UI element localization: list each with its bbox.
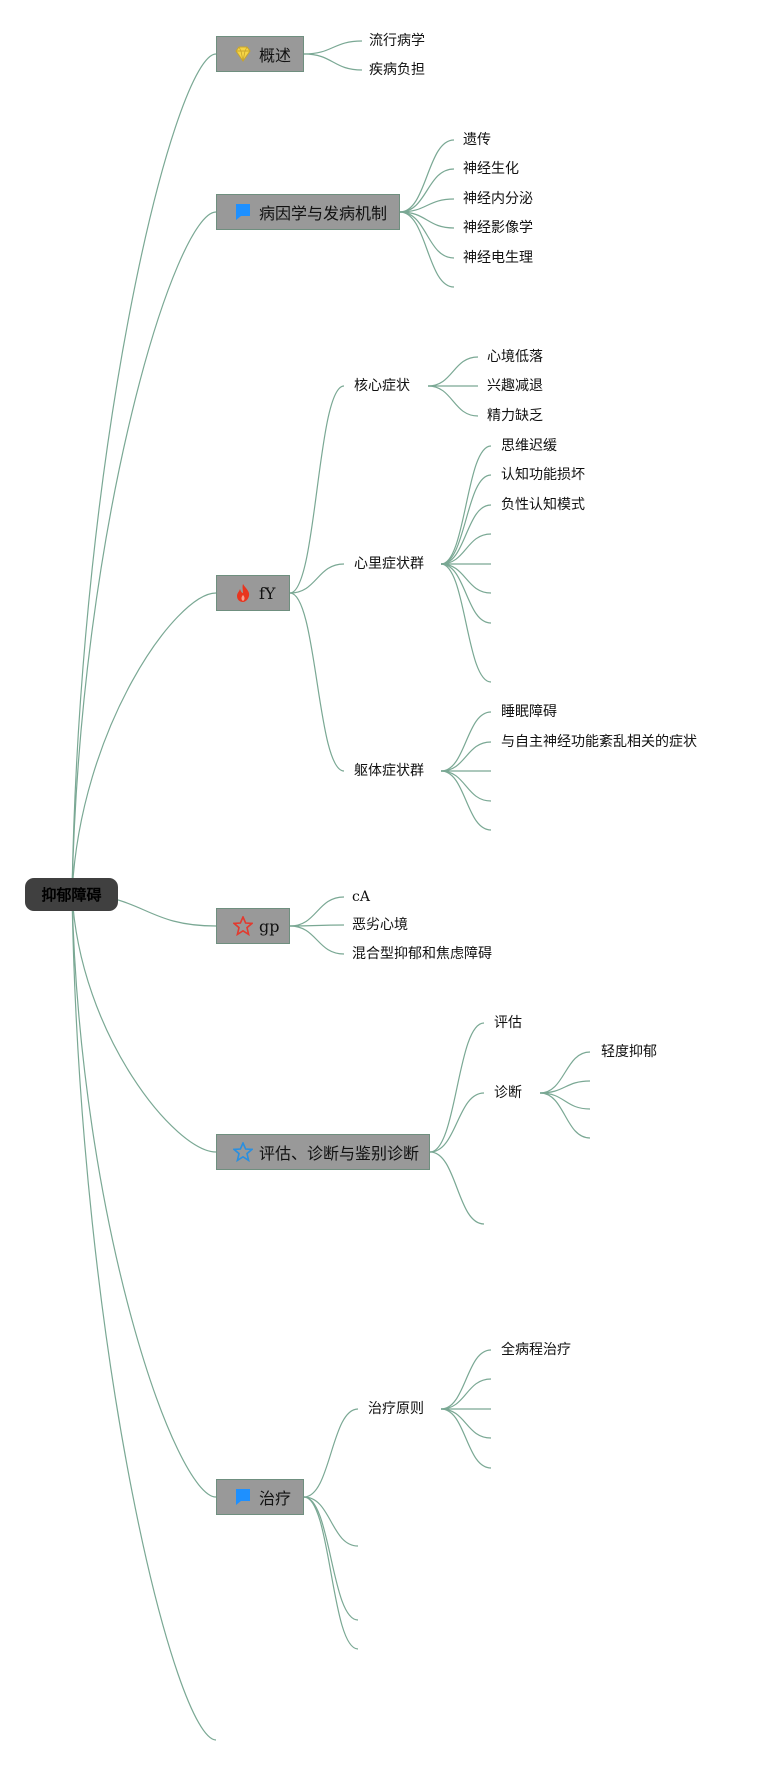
connector-line — [303, 1408, 359, 1498]
group-node[interactable]: 核心症状 — [354, 378, 410, 394]
branch-label: 治疗 — [259, 1489, 292, 1508]
leaf-node[interactable]: 神经电生理 — [463, 250, 533, 266]
leaf-node[interactable]: 思维迟缓 — [501, 438, 557, 454]
connector-line — [539, 1051, 591, 1094]
connector-line — [440, 563, 492, 683]
leaf-node[interactable]: cA — [352, 889, 370, 905]
branch-label: 概述 — [259, 46, 292, 65]
root-connector-line — [71, 53, 217, 895]
leaf-node[interactable]: 与自主神经功能紊乱相关的症状 — [501, 734, 697, 750]
connector-line — [429, 1151, 485, 1225]
connector-line — [399, 168, 455, 213]
branch-diagnosis[interactable]: 评估、诊断与鉴别诊断 — [216, 1134, 430, 1170]
connector-line — [399, 211, 455, 229]
diamond-icon — [235, 46, 251, 62]
group-node[interactable]: 治疗原则 — [368, 1401, 424, 1417]
leaf-node[interactable]: 心境低落 — [487, 349, 543, 365]
connector-line — [429, 1022, 485, 1153]
leaf-node[interactable]: 流行病学 — [369, 33, 425, 49]
leaf-node[interactable]: 睡眠障碍 — [501, 704, 557, 720]
connector-line — [440, 1349, 492, 1410]
connector-line — [539, 1080, 591, 1094]
connector-line — [440, 504, 492, 565]
connector-line — [440, 563, 492, 624]
connector-line — [440, 770, 492, 802]
leaf-node[interactable]: 精力缺乏 — [487, 408, 543, 424]
root-connector-line — [71, 893, 217, 1153]
leaf-node[interactable]: 疾病负担 — [369, 62, 425, 78]
root-connector-line — [71, 893, 217, 1498]
connector-line — [429, 1092, 485, 1153]
leaf-node[interactable]: 负性认知模式 — [501, 497, 585, 513]
connector-line — [440, 445, 492, 565]
leaf-node[interactable]: 恶劣心境 — [352, 917, 408, 933]
connector-line — [303, 40, 363, 55]
branch-etiology[interactable]: 病因学与发病机制 — [216, 194, 400, 230]
connector-line — [440, 533, 492, 565]
leaf-node[interactable]: 轻度抑郁 — [601, 1044, 657, 1060]
branch-overview[interactable]: 概述 — [216, 36, 304, 72]
branch-label: 评估、诊断与鉴别诊断 — [259, 1144, 420, 1163]
root-connector-line — [71, 211, 217, 895]
flag-icon — [236, 204, 250, 220]
group-node[interactable]: 评估 — [494, 1015, 522, 1031]
leaf-node[interactable]: 神经影像学 — [463, 220, 533, 236]
branch-gp[interactable]: gp — [216, 908, 290, 944]
connector-line — [289, 563, 345, 594]
root-label: 抑郁障碍 — [41, 886, 102, 904]
connector-line — [399, 211, 455, 288]
branch-label: 病因学与发病机制 — [259, 204, 388, 223]
group-node[interactable]: 躯体症状群 — [354, 763, 424, 779]
connector-line — [427, 385, 479, 417]
connector-line — [303, 53, 363, 71]
connector-line — [440, 770, 492, 831]
group-node[interactable]: 心里症状群 — [354, 556, 424, 572]
group-node[interactable]: 诊断 — [494, 1085, 522, 1101]
leaf-node[interactable]: 认知功能损坏 — [501, 467, 585, 483]
connector-line — [539, 1092, 591, 1139]
connector-line — [303, 1496, 359, 1547]
connector-line — [399, 198, 455, 213]
flame-icon — [237, 584, 250, 602]
branch-fy[interactable]: fY — [216, 575, 290, 611]
leaf-node[interactable]: 全病程治疗 — [501, 1342, 571, 1358]
leaf-node[interactable]: 神经内分泌 — [463, 191, 533, 207]
connector-line — [440, 1408, 492, 1439]
leaf-node[interactable]: 混合型抑郁和焦虑障碍 — [352, 946, 492, 962]
connector-line — [303, 1496, 359, 1650]
leaf-node[interactable]: 兴趣减退 — [487, 378, 543, 394]
connector-line — [289, 925, 345, 955]
connector-line — [427, 356, 479, 387]
connector-line — [440, 1378, 492, 1410]
connector-line — [539, 1092, 591, 1110]
root-connector-line — [71, 592, 217, 895]
connector-line — [399, 139, 455, 213]
root-connector-line — [71, 893, 217, 1741]
connector-line — [289, 896, 345, 927]
branch-treatment[interactable]: 治疗 — [216, 1479, 304, 1515]
connector-line — [289, 385, 345, 594]
root-node[interactable]: 抑郁障碍 — [25, 878, 118, 911]
branch-label: gp — [259, 916, 280, 936]
connector-line — [440, 474, 492, 565]
star-blue-icon — [233, 1142, 253, 1162]
connector-line — [440, 1408, 492, 1469]
leaf-node[interactable]: 遗传 — [463, 132, 491, 148]
leaf-node[interactable]: 神经生化 — [463, 161, 519, 177]
star-red-icon — [233, 916, 253, 936]
flag-icon — [236, 1489, 250, 1505]
connector-line — [440, 711, 492, 772]
connector-line — [303, 1496, 359, 1621]
connector-line — [289, 592, 345, 772]
connector-line — [399, 211, 455, 259]
connector-line — [440, 741, 492, 772]
branch-label: fY — [259, 583, 276, 603]
